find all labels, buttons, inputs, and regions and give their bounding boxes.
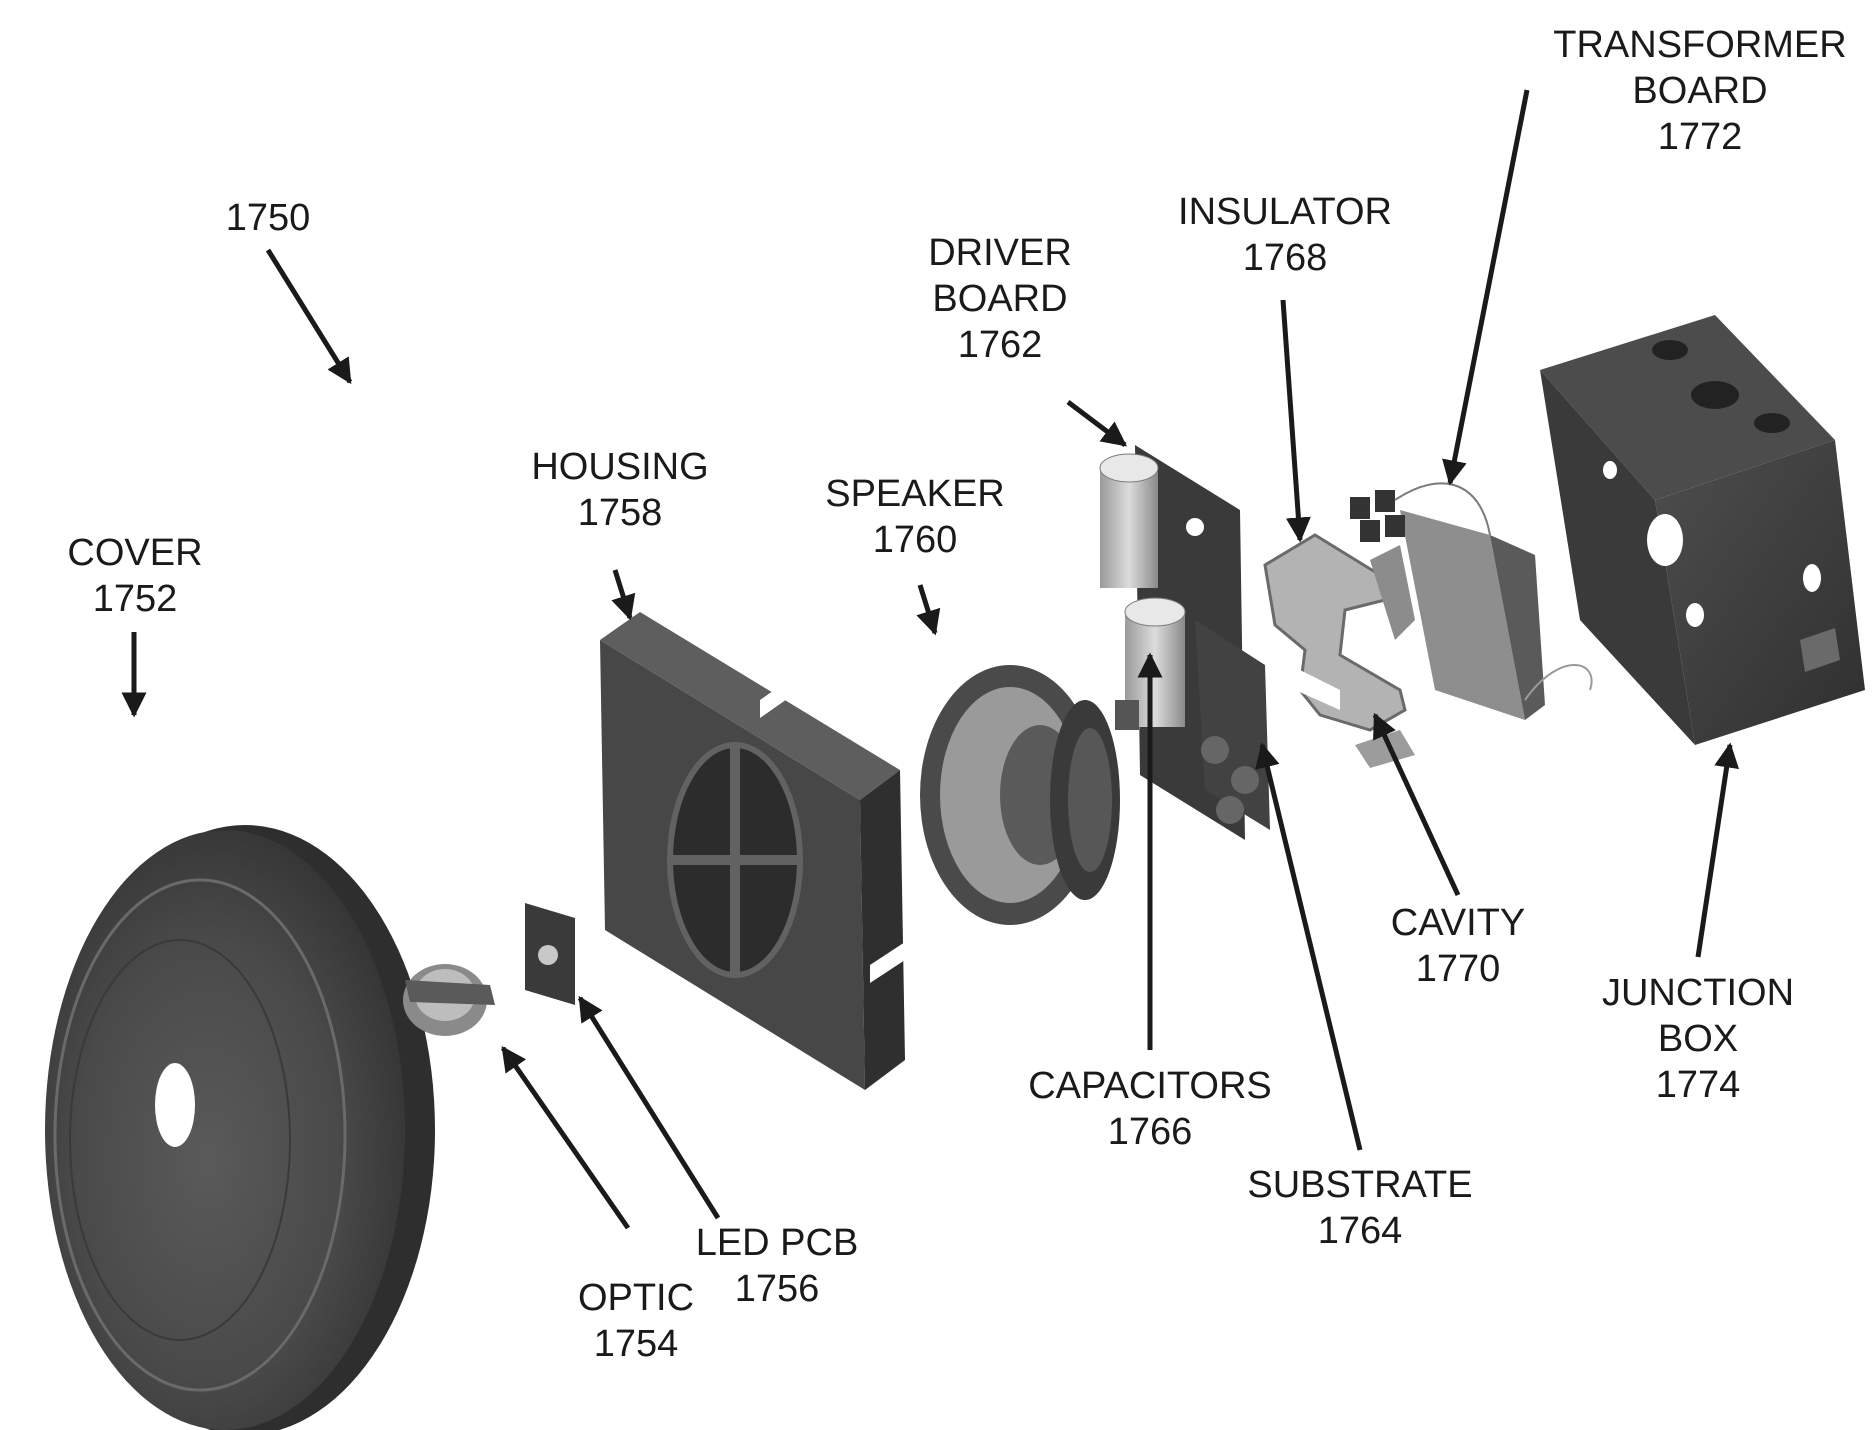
housing-num: 1758 [531,490,708,536]
figure-ref-label: 1750 [226,195,311,241]
transformer-board-num: 1772 [1553,114,1846,160]
cavity-name: CAVITY [1391,900,1525,946]
optic-name: OPTIC [578,1275,694,1321]
speaker-part [920,665,1120,925]
junction-box-num: 1774 [1602,1062,1794,1108]
optic-label: OPTIC 1754 [578,1275,694,1367]
led-pcb-num: 1756 [696,1266,859,1312]
speaker-label: SPEAKER 1760 [825,471,1005,563]
capacitors-name: CAPACITORS [1028,1063,1272,1109]
optic-part [403,964,495,1036]
cavity-label: CAVITY 1770 [1391,900,1525,992]
arrow-driver-board [1068,402,1125,445]
substrate-num: 1764 [1247,1208,1472,1254]
arrow-junction-box [1698,745,1730,957]
housing-part [600,612,905,1090]
cover-label: COVER 1752 [67,530,202,622]
cover-num: 1752 [67,576,202,622]
cover-name: COVER [67,530,202,576]
transformer-board-label: TRANSFORMER BOARD 1772 [1553,22,1846,160]
cavity-num: 1770 [1391,946,1525,992]
junction-box-name-1: JUNCTION [1602,970,1794,1016]
driver-board-name-2: BOARD [928,276,1072,322]
arrow-cavity [1375,715,1458,895]
speaker-name: SPEAKER [825,471,1005,517]
substrate-label: SUBSTRATE 1764 [1247,1162,1472,1254]
housing-label: HOUSING 1758 [531,444,708,536]
transformer-board-name-2: BOARD [1553,68,1846,114]
junction-box-name-2: BOX [1602,1016,1794,1062]
arrow-substrate [1262,745,1360,1150]
arrow-housing [615,570,630,618]
substrate-name: SUBSTRATE [1247,1162,1472,1208]
optic-num: 1754 [578,1321,694,1367]
junction-box-part [1540,315,1865,745]
driver-board-name-1: DRIVER [928,230,1072,276]
driver-board-label: DRIVER BOARD 1762 [928,230,1072,368]
arrow-optic [503,1048,628,1228]
arrow-transformer-board [1450,90,1527,483]
insulator-name: INSULATOR [1178,189,1392,235]
arrow-speaker [920,585,935,633]
transformer-board-name-1: TRANSFORMER [1553,22,1846,68]
junction-box-label: JUNCTION BOX 1774 [1602,970,1794,1108]
led-pcb-label: LED PCB 1756 [696,1220,859,1312]
arrow-insulator [1283,300,1300,540]
cover-part [45,825,435,1430]
insulator-part [1265,535,1415,768]
insulator-num: 1768 [1178,235,1392,281]
housing-name: HOUSING [531,444,708,490]
led-pcb-name: LED PCB [696,1220,859,1266]
capacitors-label: CAPACITORS 1766 [1028,1063,1272,1155]
arrow-1750 [268,250,350,382]
insulator-label: INSULATOR 1768 [1178,189,1392,281]
driver-board-num: 1762 [928,322,1072,368]
led-pcb-part [525,903,575,1005]
capacitors-num: 1766 [1028,1109,1272,1155]
speaker-num: 1760 [825,517,1005,563]
